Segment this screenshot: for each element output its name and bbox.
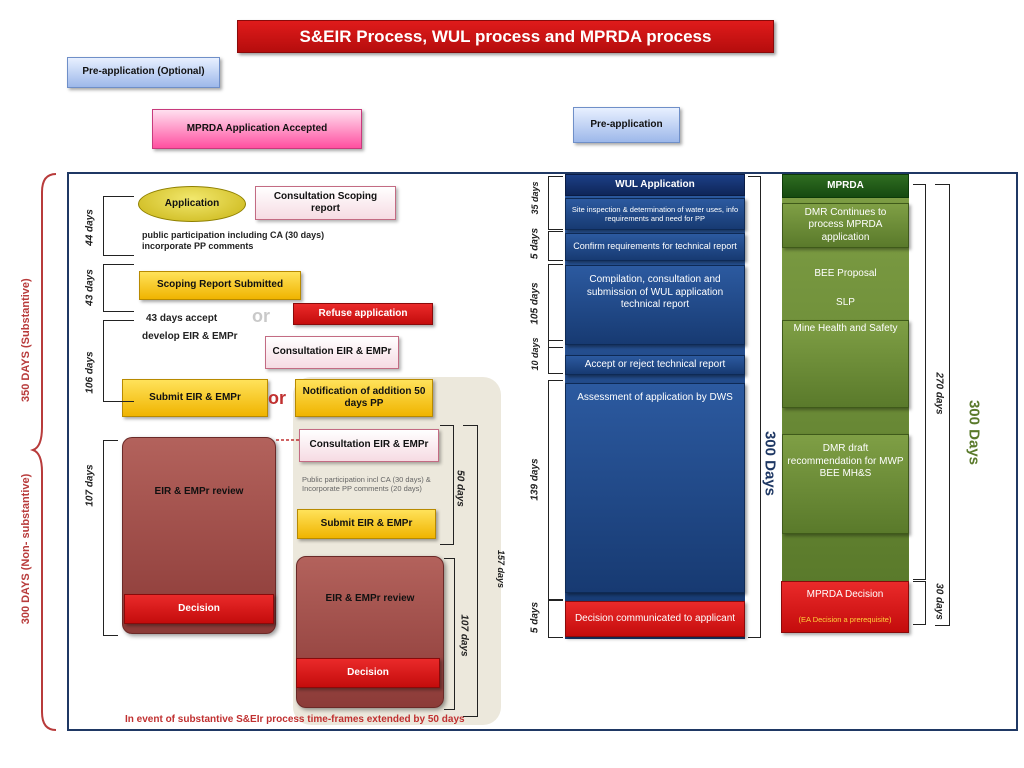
duration-107-days-a: 107 days bbox=[84, 464, 96, 507]
pre-application-optional-box: Pre-application (Optional) bbox=[67, 57, 220, 88]
bracket-106 bbox=[103, 320, 134, 402]
dashed-connector bbox=[276, 439, 300, 441]
bracket-5a bbox=[548, 231, 563, 261]
refuse-application-box: Refuse application bbox=[293, 303, 433, 325]
consultation-eir-empr-box-2: Consultation EIR & EMPr bbox=[299, 429, 439, 462]
bracket-139 bbox=[548, 380, 563, 600]
wul-decision-box: Decision communicated to applicant bbox=[565, 601, 745, 637]
footer-note: In event of substantive S&EIr process ti… bbox=[125, 714, 465, 725]
duration-44-days: 44 days bbox=[84, 209, 96, 246]
submit-eir-empr-box-1: Submit EIR & EMPr bbox=[122, 379, 268, 417]
duration-139-days: 139 days bbox=[529, 458, 541, 501]
duration-5-days-b: 5 days bbox=[529, 601, 541, 634]
wul-total-bracket bbox=[748, 176, 761, 638]
duration-107-days-b: 107 days bbox=[458, 614, 470, 657]
mine-health-box: Mine Health and Safety bbox=[782, 320, 909, 408]
bracket-50 bbox=[440, 425, 454, 545]
duration-43-days: 43 days bbox=[84, 269, 96, 306]
bracket-43 bbox=[103, 264, 134, 312]
process-frame bbox=[67, 172, 1018, 731]
mprda-decision-box: MPRDA Decision bbox=[781, 581, 909, 633]
duration-35-days: 35 days bbox=[530, 181, 540, 215]
bracket-107b bbox=[444, 558, 455, 710]
decision-box-1: Decision bbox=[124, 594, 274, 624]
mprda-application-accepted-box: MPRDA Application Accepted bbox=[152, 109, 362, 149]
consultation-scoping-report-box: Consultation Scoping report bbox=[255, 186, 396, 220]
confirm-requirements-box: Confirm requirements for technical repor… bbox=[565, 233, 745, 261]
dmr-continues-box: DMR Continues to process MPRDA applicati… bbox=[782, 203, 909, 248]
consultation-eir-empr-box-1: Consultation EIR & EMPr bbox=[265, 336, 399, 369]
bracket-105 bbox=[548, 264, 563, 348]
accept-43-days-text: 43 days accept bbox=[146, 313, 218, 324]
mprda-total-label: 300 Days bbox=[965, 399, 983, 466]
develop-eir-empr-text: develop EIR & EMPr bbox=[142, 331, 238, 342]
wul-pre-application-box: Pre-application bbox=[573, 107, 680, 143]
mprda-total-bracket bbox=[935, 184, 950, 626]
application-ellipse: Application bbox=[138, 186, 246, 222]
bracket-35 bbox=[548, 176, 563, 230]
or-label-faded: or bbox=[252, 306, 270, 326]
bracket-157 bbox=[463, 425, 478, 717]
assessment-box: Assessment of application by DWS bbox=[565, 383, 745, 593]
total-non-substantive-label: 300 DAYS (Non- substantive) bbox=[20, 473, 32, 625]
page-title: S&EIR Process, WUL process and MPRDA pro… bbox=[237, 20, 774, 53]
bracket-107a bbox=[103, 440, 118, 636]
duration-106-days: 106 days bbox=[84, 351, 96, 394]
site-inspection-box: Site inspection & determination of water… bbox=[565, 198, 745, 230]
dmr-draft-box: DMR draft recommendation for MWP BEE MH&… bbox=[782, 434, 909, 534]
ea-decision-note: (EA Decision a prerequisite) bbox=[798, 615, 892, 624]
duration-157-days: 157 days bbox=[496, 549, 506, 589]
public-participation-incl-ca: Public participation incl CA (30 days) &… bbox=[302, 475, 431, 494]
compilation-box: Compilation, consultation and submission… bbox=[565, 265, 745, 345]
slp-label: SLP bbox=[836, 296, 855, 308]
duration-10-days: 10 days bbox=[530, 337, 540, 371]
bracket-270 bbox=[913, 184, 926, 580]
wul-header: WUL Application bbox=[565, 174, 745, 196]
bee-proposal-label: BEE Proposal bbox=[814, 267, 877, 279]
substantive-brace bbox=[30, 173, 57, 731]
total-substantive-label: 350 DAYS (Substantive) bbox=[20, 278, 32, 402]
bracket-44 bbox=[103, 196, 134, 256]
duration-5-days-a: 5 days bbox=[529, 227, 541, 260]
wul-total-label: 300 Days bbox=[761, 430, 779, 497]
bracket-10 bbox=[548, 340, 563, 374]
decision-box-2: Decision bbox=[296, 658, 440, 688]
bracket-5b bbox=[548, 600, 563, 638]
submit-eir-empr-box-2: Submit EIR & EMPr bbox=[297, 509, 436, 539]
public-participation-note: public participation including CA (30 da… bbox=[142, 230, 325, 252]
scoping-report-submitted-box: Scoping Report Submitted bbox=[139, 271, 301, 300]
duration-105-days: 105 days bbox=[529, 282, 541, 325]
notification-addition-box: Notification of addition 50 days PP bbox=[295, 379, 433, 417]
bracket-30 bbox=[913, 581, 926, 625]
mprda-header: MPRDA bbox=[782, 174, 909, 198]
accept-reject-box: Accept or reject technical report bbox=[565, 355, 745, 375]
or-label: or bbox=[268, 388, 286, 408]
